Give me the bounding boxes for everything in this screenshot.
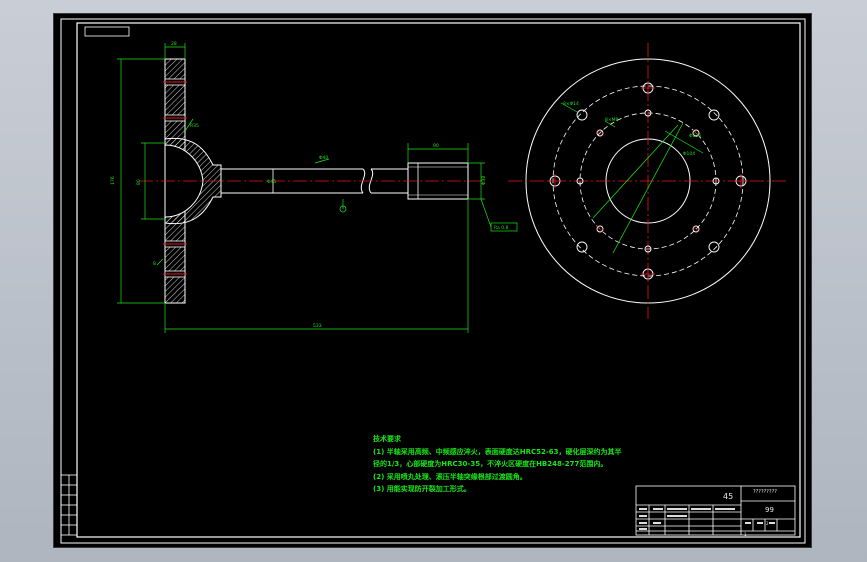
outer-frame — [60, 18, 806, 544]
technical-requirements: 技术要求 (1) 半轴采用高频、中频感应淬火，表面硬度达HRC52-63，硬化层… — [373, 433, 621, 496]
title-block — [635, 485, 796, 536]
inner-bolt-holes — [576, 109, 720, 253]
tech-line: 径的1/3，心部硬度为HRC30-35，不淬火区硬度在HB248-277范围内。 — [373, 460, 608, 468]
tech-line: (2) 采用喷丸处理、滚压半轴突缘根部过渡圆角。 — [373, 472, 527, 481]
margin-stamp — [60, 474, 78, 536]
tech-title: 技术要求 — [373, 435, 401, 443]
count-label: 99 — [765, 506, 774, 514]
dimensions-left — [117, 43, 518, 333]
svg-text:8: 8 — [153, 261, 156, 267]
svg-text:28: 28 — [171, 41, 177, 47]
tech-line: (3) 用能实现防开裂加工形式。 — [373, 485, 471, 493]
svg-text:8×Φ14: 8×Φ14 — [563, 101, 579, 107]
svg-text:533: 533 — [313, 323, 322, 329]
flange-dim-labels: 8×Φ14 8×M8 Φ104 Φ136 — [563, 101, 701, 157]
sheet-mark: 2 — [766, 521, 769, 526]
dimension-labels-left: 176 80 533 28 90 Φ38 Φ40 Φ45 R35 8 Ra 0.… — [110, 41, 509, 329]
svg-text:Φ45: Φ45 — [267, 179, 276, 185]
half-shaft-view — [139, 58, 483, 304]
outer-bolt-marks — [548, 81, 748, 281]
sheet-mark: 1 — [744, 532, 747, 537]
svg-text:80: 80 — [136, 179, 142, 185]
svg-text:8×M8: 8×M8 — [605, 117, 619, 123]
svg-text:Φ104: Φ104 — [683, 151, 695, 157]
material-label: 45 — [723, 492, 734, 501]
corner-tag — [84, 26, 130, 37]
svg-text:Φ38: Φ38 — [481, 176, 487, 185]
svg-text:R35: R35 — [190, 123, 199, 129]
tech-line: (1) 半轴采用高频、中频感应淬火，表面硬度达HRC52-63，硬化层深约为其半 — [373, 447, 622, 456]
svg-text:Φ136: Φ136 — [689, 133, 701, 139]
inner-frame — [76, 22, 801, 538]
inner-bolt-marks — [596, 129, 700, 233]
cad-drawing: 176 80 533 28 90 Φ38 Φ40 Φ45 R35 8 Ra 0.… — [60, 18, 806, 544]
drawing-viewport[interactable]: 176 80 533 28 90 Φ38 Φ40 Φ45 R35 8 Ra 0.… — [53, 13, 812, 548]
title-block-fill — [639, 508, 775, 530]
svg-text:Φ40: Φ40 — [319, 155, 328, 161]
drawing-number: ????????? — [753, 489, 777, 495]
svg-text:90: 90 — [433, 143, 439, 149]
leader-note: Ra 0.8 — [494, 225, 509, 231]
svg-text:176: 176 — [110, 176, 116, 185]
flange-dimensions — [560, 102, 704, 254]
flange-end-view: 8×Φ14 8×M8 Φ104 Φ136 — [508, 43, 788, 319]
